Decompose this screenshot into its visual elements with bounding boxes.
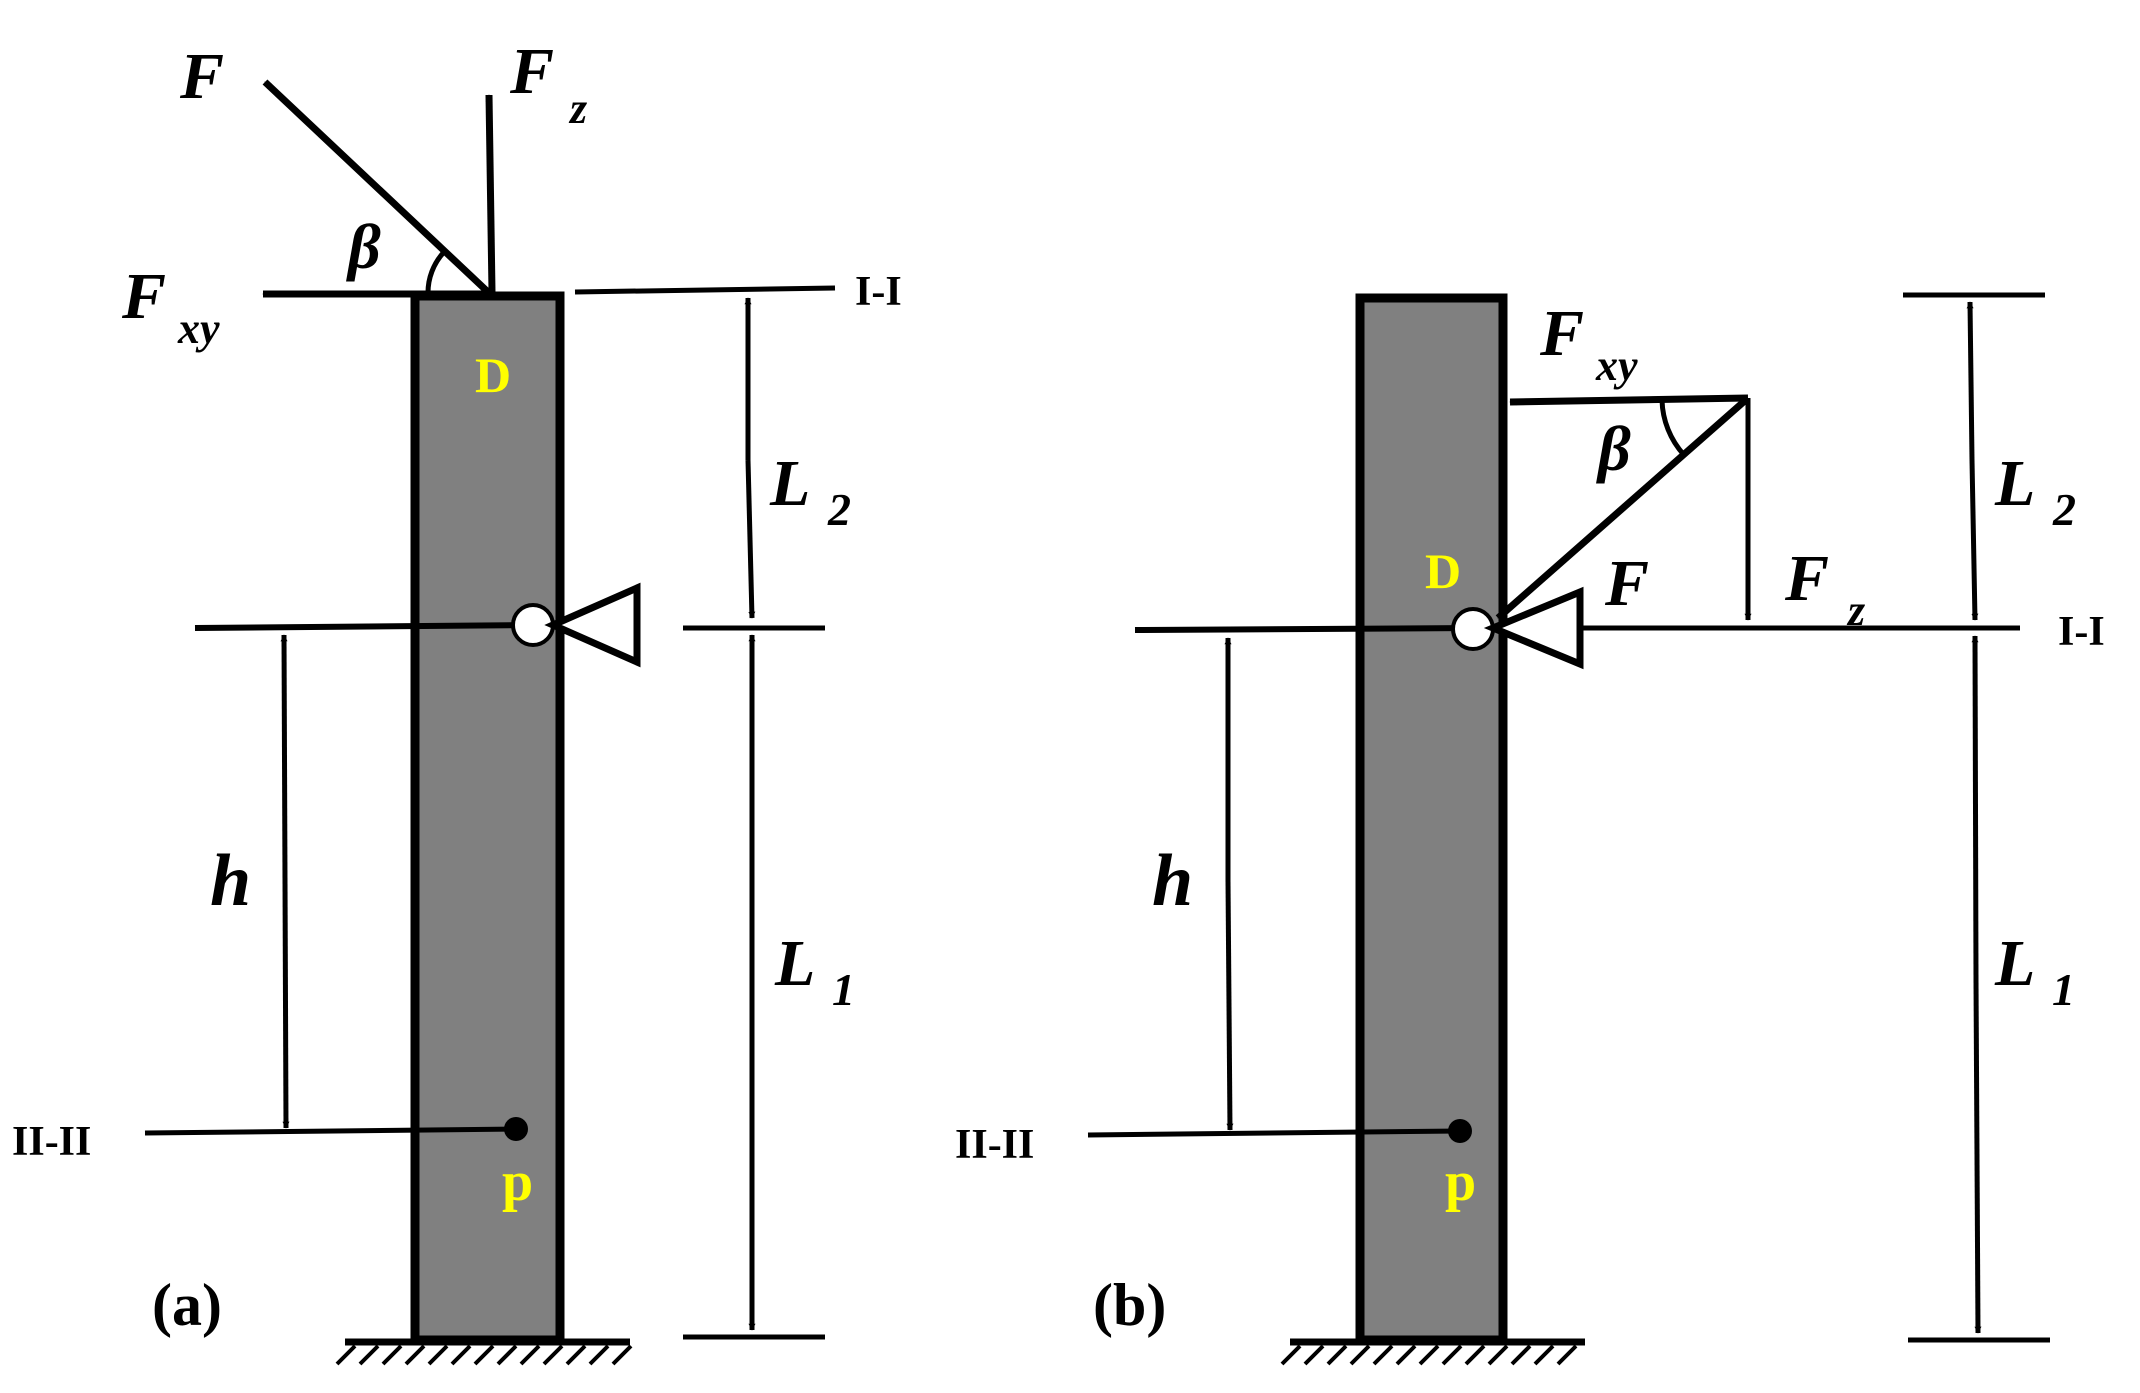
panel-a: F F z β F xy I-I D L 2 L 1 h II-II: [12, 35, 902, 1366]
label-L2-sub-b: 2: [2052, 484, 2076, 535]
section-I-label-a: I-I: [855, 269, 902, 315]
label-Fxy-base-a: F: [121, 260, 166, 333]
support-level-line-a: [194, 622, 534, 631]
point-p-dot-a: [504, 1117, 528, 1141]
section-I-line-a: [574, 285, 836, 295]
label-Fz-sub-a: z: [568, 84, 587, 133]
label-L1-base-b: L: [1994, 927, 2035, 1000]
column-a: [410, 291, 565, 1345]
caption-b: (b): [1093, 1272, 1166, 1338]
label-beta-a: β: [346, 211, 381, 282]
section-II-label-a: II-II: [12, 1119, 91, 1165]
ground-support-b: [1280, 1338, 1585, 1366]
ground-support-a: [335, 1338, 633, 1366]
section-I-label-b: I-I: [2058, 609, 2105, 655]
label-Fz-base-a: F: [509, 35, 554, 108]
label-Fz-base-b: F: [1784, 542, 1829, 615]
dim-L1-arrow-down-b: [1973, 979, 1982, 1334]
dim-h-arrow-up-a: [280, 634, 288, 881]
label-F-b: F: [1604, 547, 1649, 620]
label-h-b: h: [1152, 840, 1193, 922]
point-p-label-a: p: [502, 1151, 533, 1213]
dim-L2-arrow-up-b: [1966, 301, 1975, 461]
label-L1-sub-a: 1: [832, 964, 855, 1015]
section-II-line-a: [144, 1126, 517, 1136]
force-F-arrow-b: [1495, 395, 1751, 621]
point-D-label-a: D: [475, 347, 511, 403]
label-Fxy-base-b: F: [1539, 297, 1584, 370]
label-h-a: h: [210, 840, 251, 922]
section-II-line-b: [1087, 1128, 1461, 1138]
label-L2-sub-a: 2: [827, 484, 851, 535]
panel-b: I-I D F xy β F F z L 2 L 1 h II-II: [955, 292, 2105, 1366]
dim-L1-arrow-up-b: [1971, 635, 1979, 981]
label-Fxy-sub-b: xy: [1595, 341, 1638, 390]
pin-support-triangle-b: [1483, 586, 1584, 670]
force-Fxy-arrow-b: [1509, 394, 1749, 406]
dim-L2-arrow-down-b: [1969, 459, 1979, 621]
label-L2-base-a: L: [769, 447, 810, 520]
point-D-label-b: D: [1425, 543, 1461, 599]
column-b: [1355, 293, 1508, 1345]
dim-h-arrow-down-b: [1225, 879, 1234, 1131]
label-L1-sub-b: 1: [2052, 964, 2075, 1015]
support-level-line-b: [1134, 625, 1476, 633]
dim-h-arrow-down-a: [282, 879, 290, 1129]
label-F-a: F: [179, 40, 224, 113]
section-II-label-b: II-II: [955, 1122, 1034, 1168]
label-Fz-sub-b: z: [1846, 586, 1865, 635]
force-F-arrow-a: [262, 79, 491, 295]
beta-angle-arc-b: [1659, 399, 1686, 457]
caption-a: (a): [152, 1272, 222, 1338]
point-p-label-b: p: [1445, 1151, 1476, 1213]
dim-L2-arrow-down-a: [745, 459, 756, 619]
beta-angle-arc-a: [425, 250, 446, 295]
label-L2-base-b: L: [1994, 447, 2035, 520]
label-beta-b: β: [1596, 413, 1631, 484]
point-p-dot-b: [1448, 1119, 1472, 1143]
force-Fz-arrow-a: [485, 94, 496, 293]
label-L1-base-a: L: [774, 927, 815, 1000]
label-Fxy-sub-a: xy: [177, 304, 220, 353]
pin-support-triangle-a: [544, 582, 641, 668]
